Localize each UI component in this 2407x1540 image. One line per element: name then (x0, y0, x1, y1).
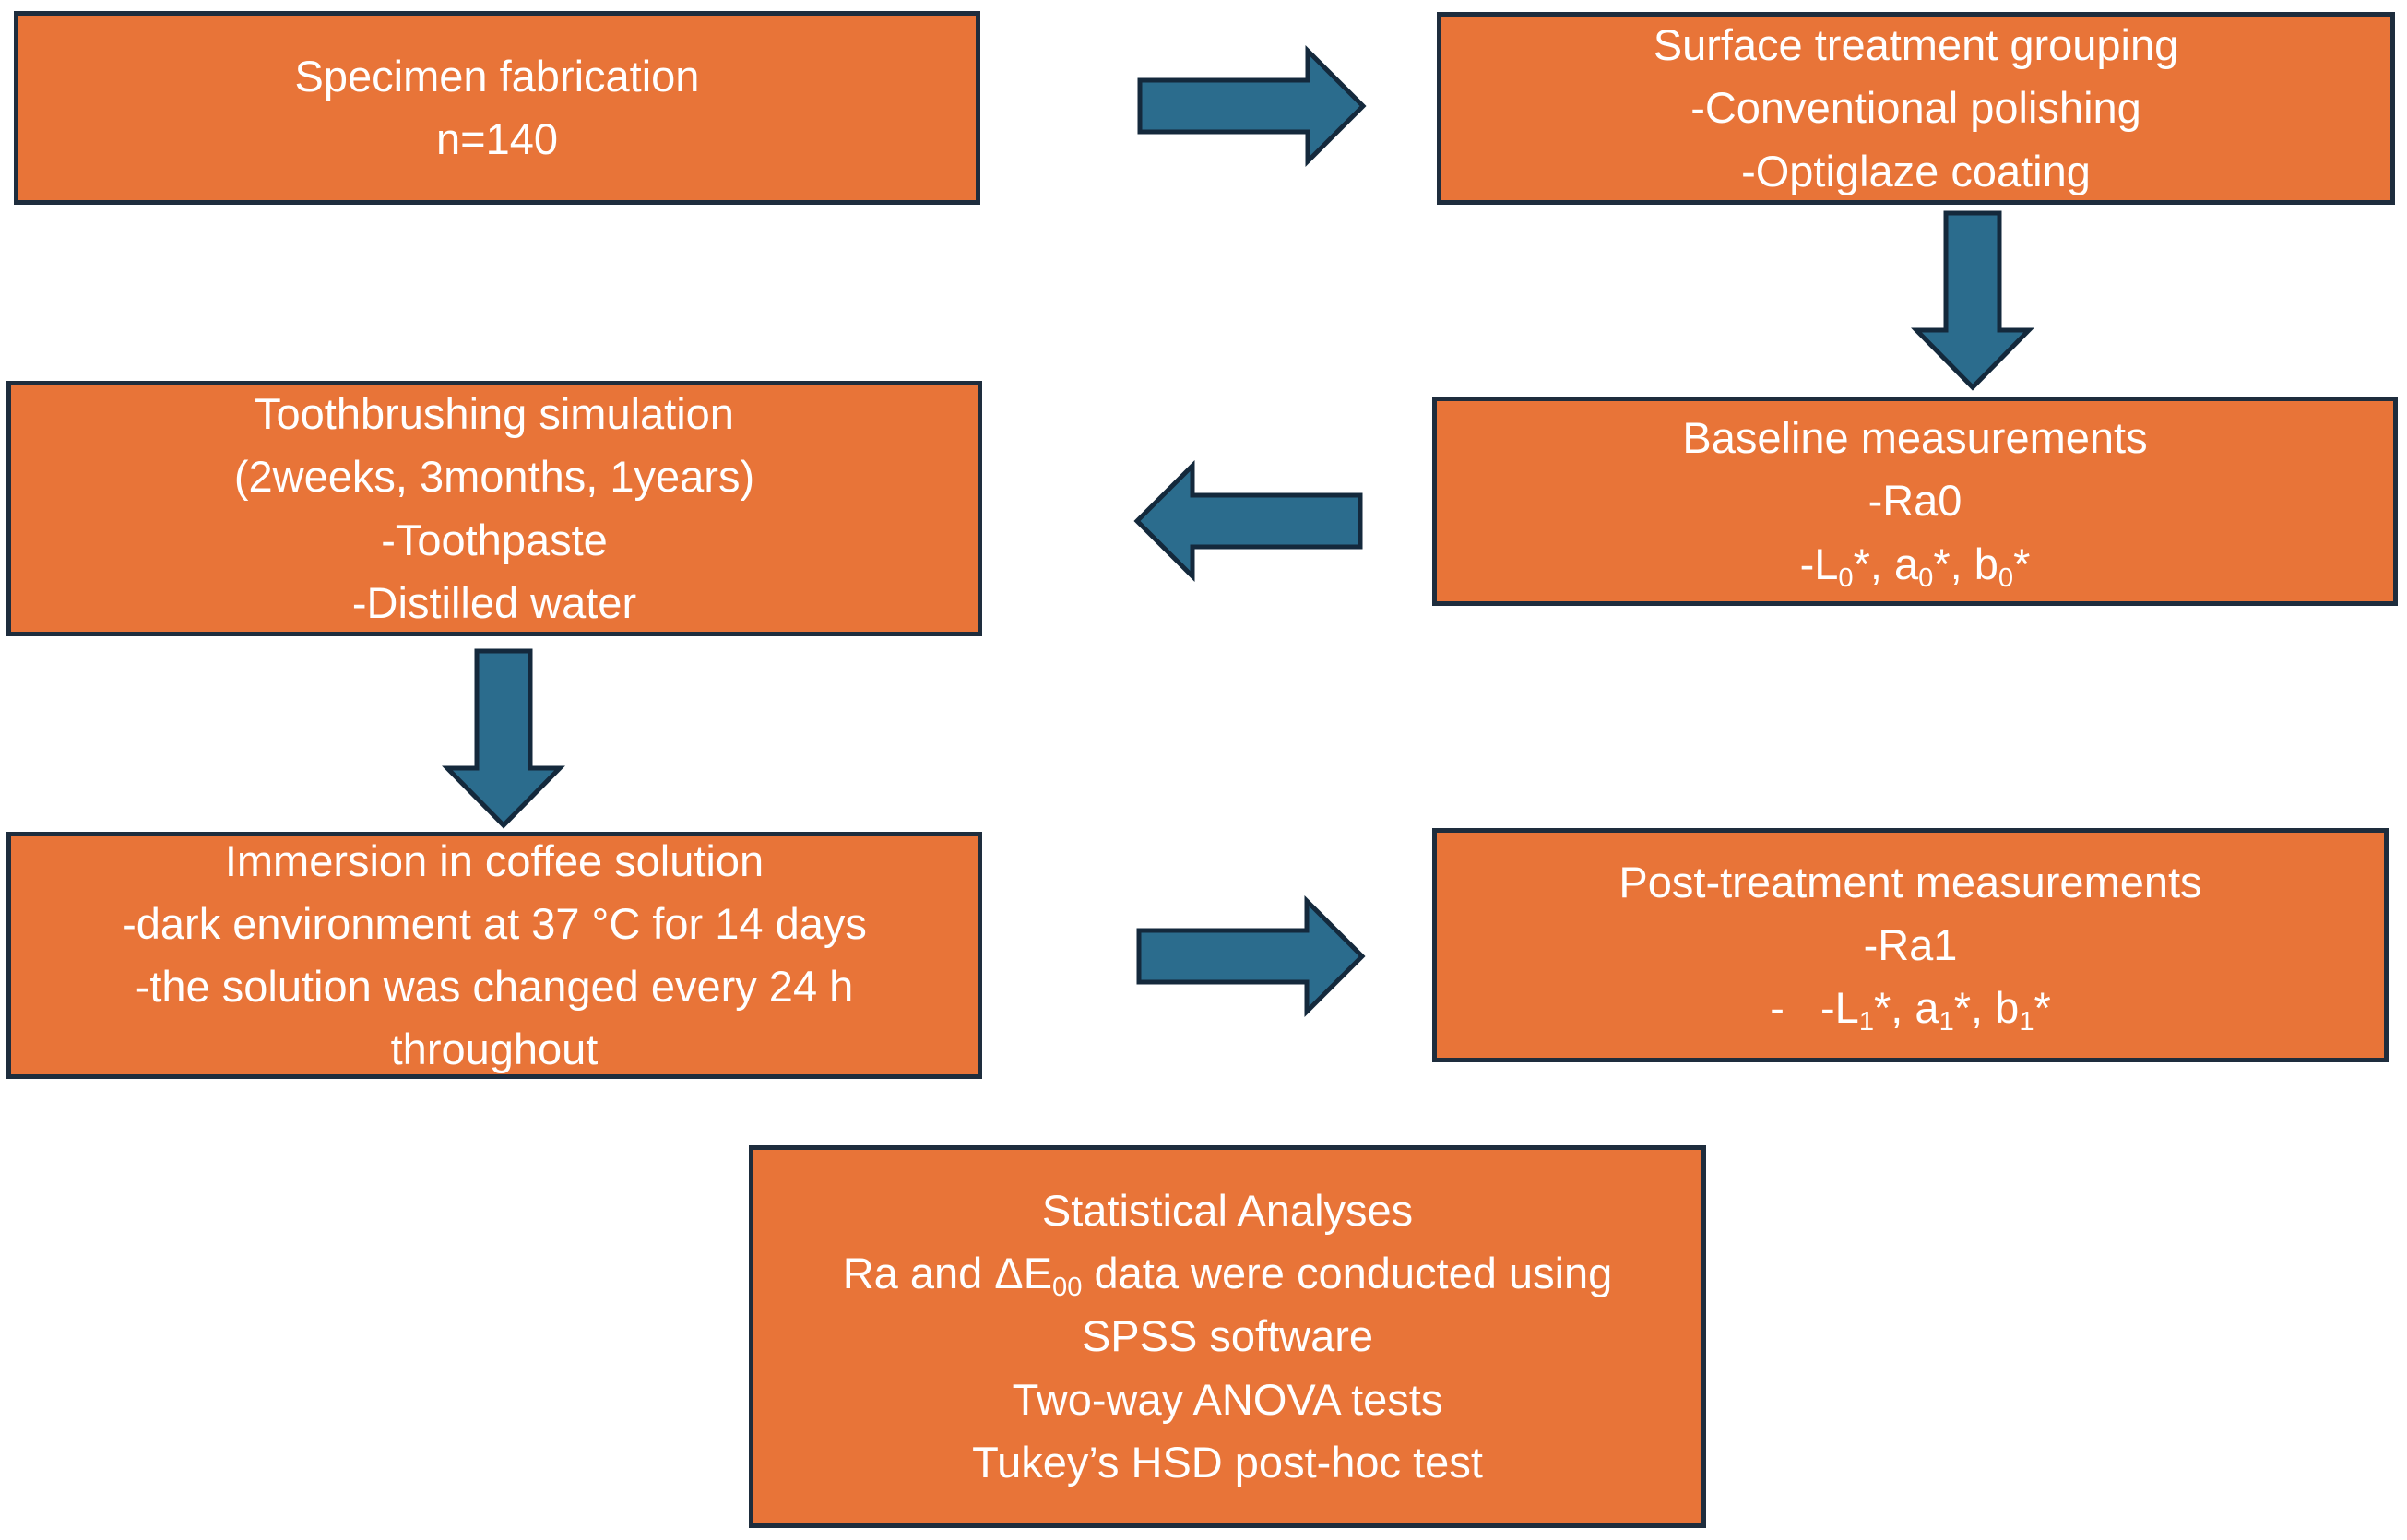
box-toothbrushing-simulation: Toothbrushing simulation(2weeks, 3months… (6, 381, 982, 636)
arrow-right-1-icon (1137, 44, 1367, 168)
box-baseline-measurements-text: Baseline measurements-Ra0-L0*, a0*, b0* (1682, 413, 2148, 593)
box-immersion-coffee-text: Immersion in coffee solution-dark enviro… (122, 835, 867, 1074)
box-immersion-coffee: Immersion in coffee solution-dark enviro… (6, 832, 982, 1079)
box-surface-treatment-grouping-text: Surface treatment grouping-Conventional … (1653, 20, 2179, 195)
box-post-treatment-measurements-text: Post-treatment measurements-Ra1- -L1*, a… (1618, 857, 2202, 1037)
arrow-down-1-icon (1911, 210, 2034, 391)
box-surface-treatment-grouping: Surface treatment grouping-Conventional … (1437, 12, 2395, 205)
box-baseline-measurements: Baseline measurements-Ra0-L0*, a0*, b0* (1432, 397, 2398, 606)
arrow-down-2-icon (442, 648, 565, 829)
box-toothbrushing-simulation-text: Toothbrushing simulation(2weeks, 3months… (233, 389, 755, 627)
arrow-right-2-icon (1136, 894, 1366, 1018)
box-post-treatment-measurements: Post-treatment measurements-Ra1- -L1*, a… (1432, 828, 2389, 1062)
arrow-left-1-icon (1133, 459, 1363, 583)
